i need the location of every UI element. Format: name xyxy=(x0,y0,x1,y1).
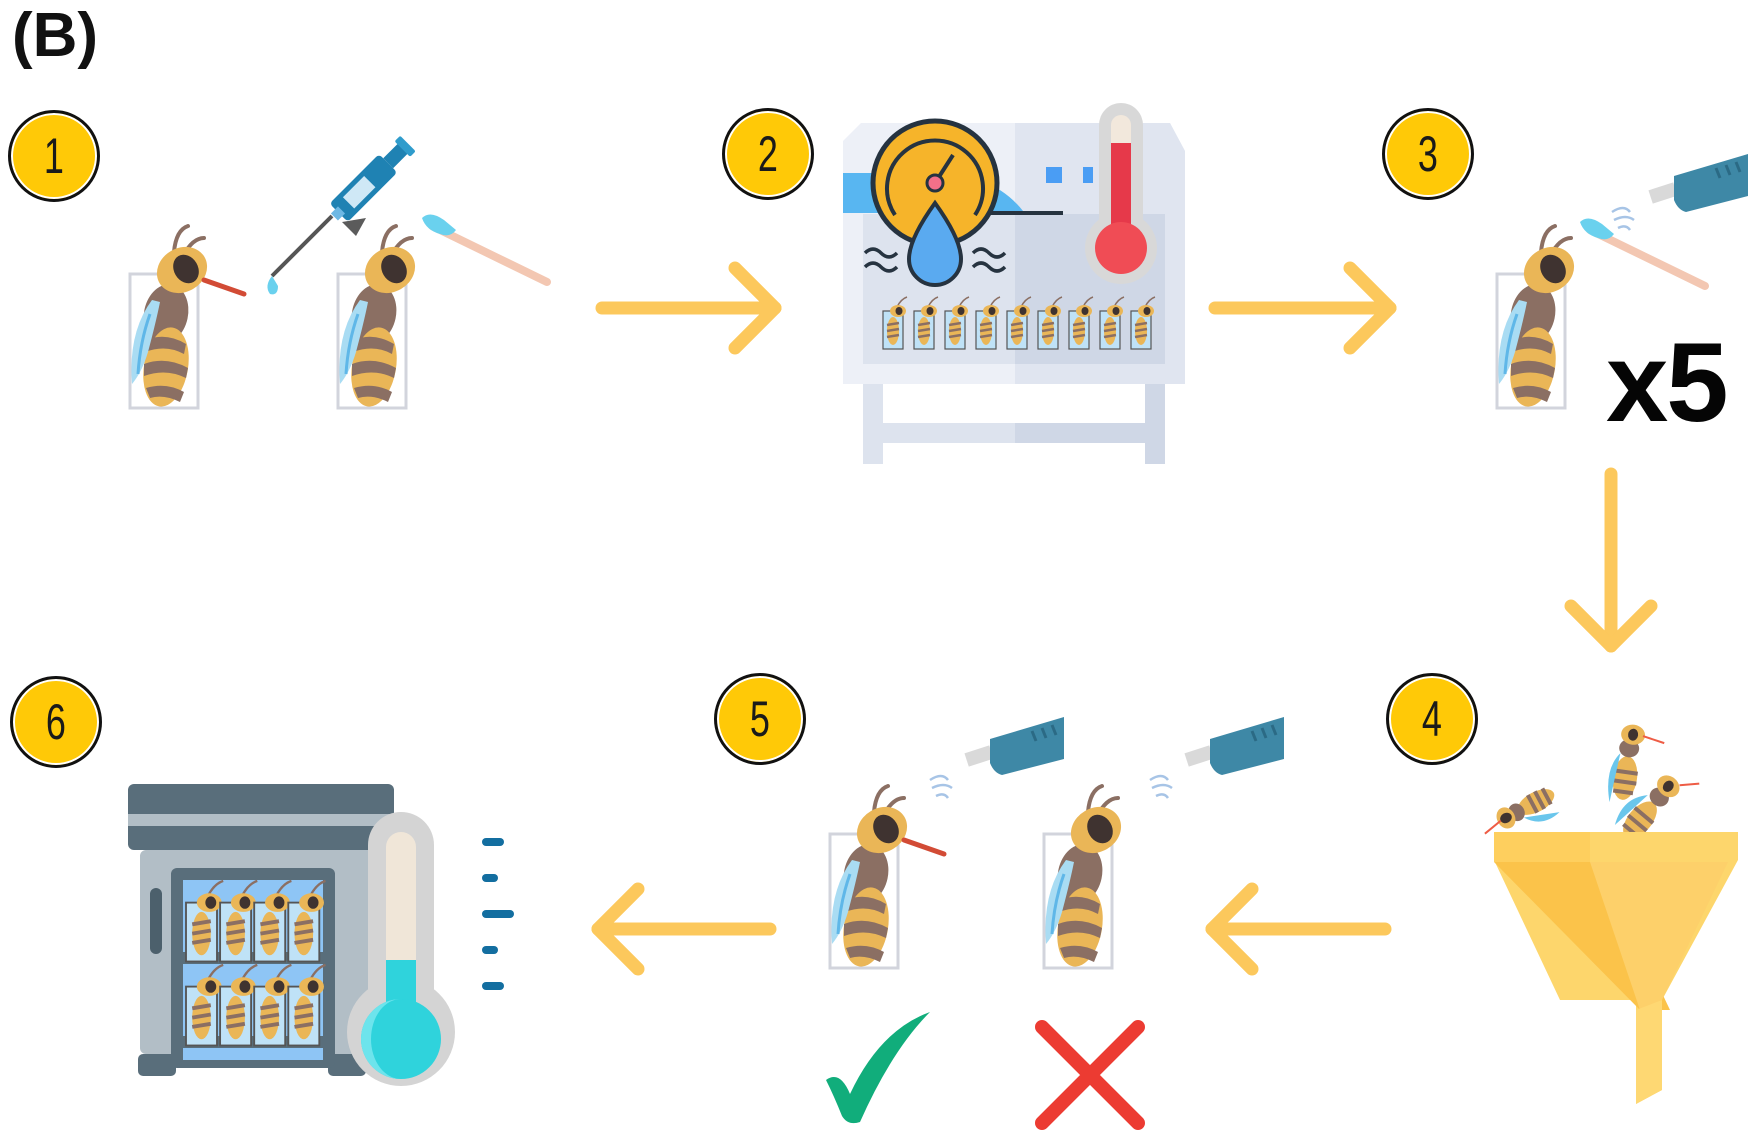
step-number: 1 xyxy=(43,128,65,184)
bee-icon xyxy=(828,784,966,973)
panel-label: (B) xyxy=(12,1,99,70)
step-number: 4 xyxy=(1421,691,1443,747)
funnel-icon xyxy=(1484,724,1738,1104)
thermometer-icon xyxy=(347,812,455,1086)
arrow-head-3-to-4 xyxy=(1564,599,1658,653)
repeat-count: x5 xyxy=(1606,320,1729,445)
step-badge-2: 2 xyxy=(722,108,814,200)
spray-bottle-icon xyxy=(962,715,1066,777)
climate-chamber-icon xyxy=(843,103,1185,464)
cross-icon xyxy=(1035,1020,1145,1130)
step-number: 2 xyxy=(757,126,779,182)
bee-icon xyxy=(128,224,266,413)
step-badge-5: 5 xyxy=(714,673,806,765)
air-puff-icon xyxy=(928,774,954,800)
check-icon xyxy=(826,1012,930,1124)
step-number: 5 xyxy=(749,691,771,747)
arrow-head-2-to-3 xyxy=(1343,261,1397,355)
arrow-head-5-to-6 xyxy=(591,882,645,976)
toothpick-icon xyxy=(432,226,592,306)
pipette-icon xyxy=(267,136,415,295)
humidity-gauge-icon xyxy=(863,118,1007,287)
step-number: 6 xyxy=(45,694,67,750)
air-puff-icon xyxy=(1148,774,1174,800)
spray-bottle-icon xyxy=(1646,152,1749,214)
arrow-head-1-to-2 xyxy=(728,261,782,355)
step-badge-6: 6 xyxy=(10,676,102,768)
toothpick-icon xyxy=(1590,230,1749,310)
spray-bottle-icon xyxy=(1182,715,1286,777)
temperature-scale-icon xyxy=(482,838,514,990)
bee-icon xyxy=(1042,784,1132,973)
thermometer-icon xyxy=(1085,103,1157,284)
step-number: 3 xyxy=(1417,126,1439,182)
step-badge-4: 4 xyxy=(1386,673,1478,765)
incubator-icon xyxy=(128,784,514,1086)
step-badge-1: 1 xyxy=(8,110,100,202)
arrow-head-4-to-5 xyxy=(1205,882,1259,976)
air-puff-icon xyxy=(1610,206,1636,232)
step-badge-3: 3 xyxy=(1382,108,1474,200)
bee-icon xyxy=(1484,724,1700,839)
